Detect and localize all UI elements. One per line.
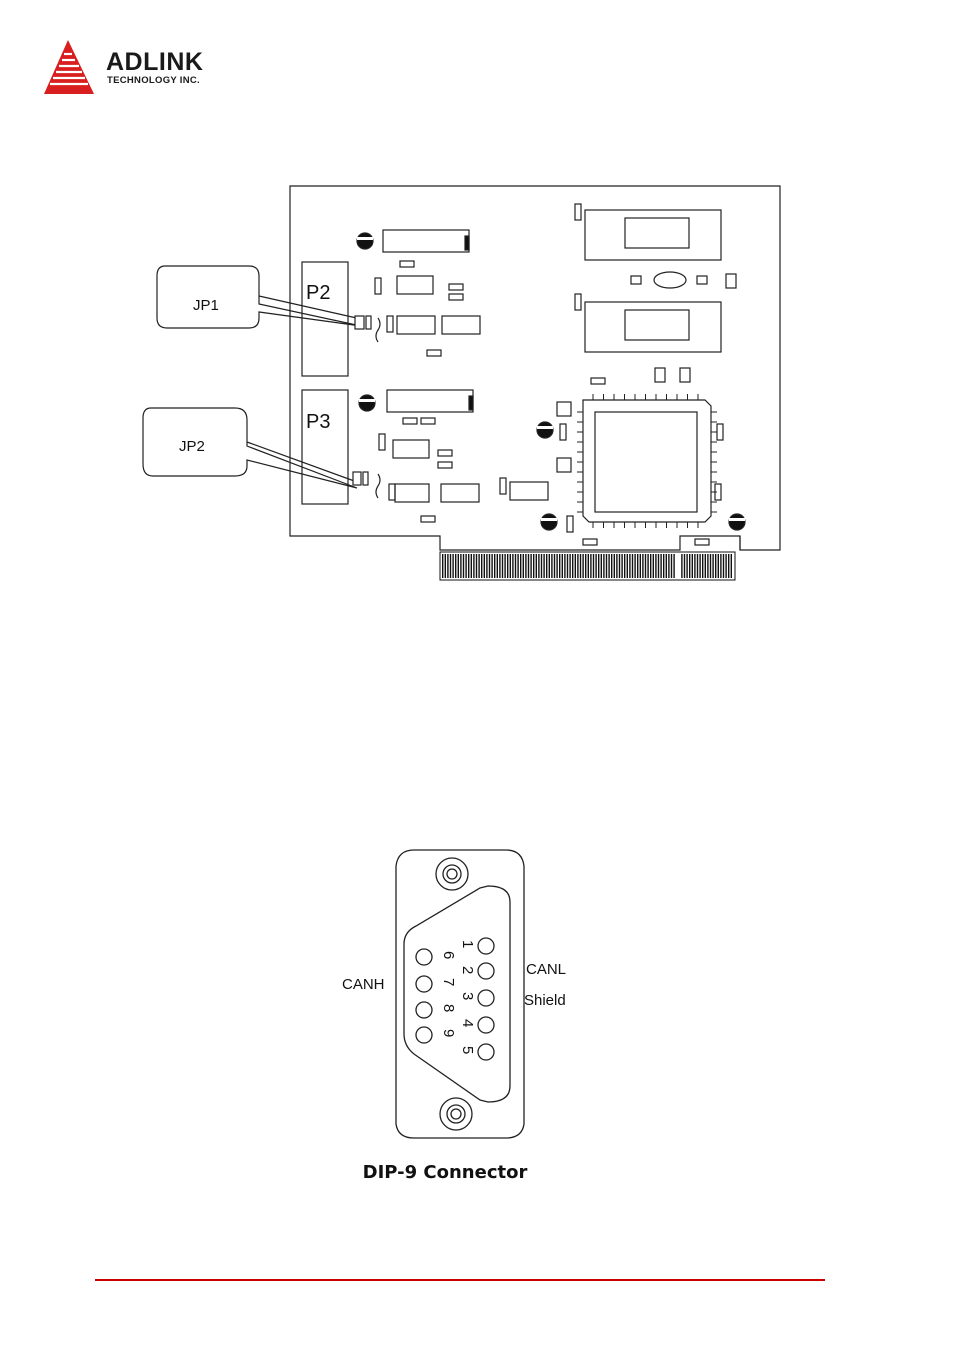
ic-lower bbox=[387, 390, 473, 412]
edge-connector bbox=[440, 552, 735, 580]
pin-label-3: 3 bbox=[459, 992, 476, 1000]
pin-label-1: 1 bbox=[459, 940, 476, 948]
pin-6 bbox=[416, 949, 432, 965]
p2-label: P2 bbox=[306, 282, 330, 304]
pin-label-5: 5 bbox=[459, 1046, 476, 1054]
jp2-block bbox=[353, 472, 361, 485]
connector-caption: DIP-9 Connector bbox=[330, 1162, 560, 1183]
signal-shield: Shield bbox=[524, 992, 566, 1009]
mount-hole-top bbox=[436, 858, 468, 890]
jp2-label: JP2 bbox=[179, 438, 205, 455]
brand-name: ADLINK bbox=[106, 48, 203, 77]
pin-label-9: 9 bbox=[440, 1029, 457, 1037]
signal-canh: CANH bbox=[342, 976, 385, 993]
pin-9 bbox=[416, 1027, 432, 1043]
signal-canl: CANL bbox=[526, 961, 566, 978]
pin-3 bbox=[478, 990, 494, 1006]
jp1-label: JP1 bbox=[193, 297, 219, 314]
p3-connector-outline bbox=[302, 390, 348, 504]
jp1-block bbox=[355, 316, 364, 329]
pin-row-bottom bbox=[416, 949, 432, 1043]
connector-d-shape bbox=[404, 886, 510, 1102]
pin-1 bbox=[478, 938, 494, 954]
pin-5 bbox=[478, 1044, 494, 1060]
pin-2 bbox=[478, 963, 494, 979]
pin-label-8: 8 bbox=[440, 1004, 457, 1012]
pin-label-2: 2 bbox=[459, 966, 476, 974]
p3-label: P3 bbox=[306, 411, 330, 433]
pcb-board-diagram: P2 P3 JP1 JP2 bbox=[135, 178, 795, 588]
ic-upper bbox=[383, 230, 469, 252]
brand-subtitle: TECHNOLOGY INC. bbox=[107, 75, 200, 86]
pin-row-top bbox=[478, 938, 494, 1060]
db9-connector-diagram: 1 2 3 4 5 6 7 8 9 CANH CANL Shield bbox=[330, 840, 590, 1200]
pin-7 bbox=[416, 976, 432, 992]
pin-8 bbox=[416, 1002, 432, 1018]
pin-4 bbox=[478, 1017, 494, 1033]
footer-rule bbox=[95, 1279, 825, 1281]
company-logo: ADLINK TECHNOLOGY INC. bbox=[40, 38, 240, 100]
pin-label-7: 7 bbox=[440, 978, 457, 986]
pin-label-4: 4 bbox=[459, 1019, 476, 1027]
logo-triangle-icon bbox=[40, 38, 104, 100]
mount-hole-bottom bbox=[440, 1098, 472, 1130]
processor-chip bbox=[583, 400, 711, 522]
pin-label-6: 6 bbox=[440, 951, 457, 959]
